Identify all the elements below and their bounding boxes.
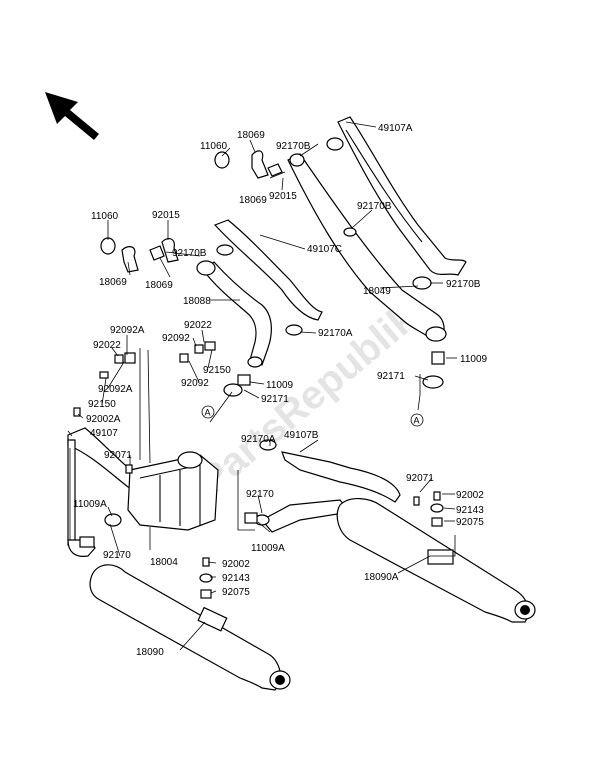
label-11009A-a: 11009A bbox=[73, 499, 107, 510]
label-18049: 18049 bbox=[363, 286, 391, 297]
label-18004: 18004 bbox=[150, 557, 178, 568]
label-92170-a: 92170 bbox=[246, 489, 274, 500]
orientation-arrow-icon bbox=[45, 92, 99, 140]
head-pipe-49107B bbox=[261, 451, 401, 533]
label-92170A-a: 92170A bbox=[318, 328, 353, 339]
label-92022-b: 92022 bbox=[93, 340, 121, 351]
label-18069-c: 18069 bbox=[99, 277, 127, 288]
label-92092-b: 92092 bbox=[181, 378, 209, 389]
small-parts bbox=[73, 137, 445, 599]
label-92002-a: 92002 bbox=[456, 490, 484, 501]
label-18069-d: 18069 bbox=[145, 280, 173, 291]
label-92075-b: 92075 bbox=[222, 587, 250, 598]
label-92015-b: 92015 bbox=[152, 210, 180, 221]
label-49107A: 49107A bbox=[378, 123, 413, 134]
ref-marker-a-2: A bbox=[410, 413, 424, 427]
label-92071-a: 92071 bbox=[104, 450, 132, 461]
label-92150-a: 92150 bbox=[203, 365, 231, 376]
svg-text:A: A bbox=[414, 416, 420, 426]
label-11060-b: 11060 bbox=[91, 211, 119, 222]
muffler-18090A bbox=[336, 498, 536, 623]
ref-marker-a-1: A bbox=[201, 405, 215, 419]
label-92170B-b: 92170B bbox=[357, 201, 392, 212]
label-92150-b: 92150 bbox=[88, 399, 116, 410]
label-92071-b: 92071 bbox=[406, 473, 434, 484]
label-92171-a: 92171 bbox=[377, 371, 405, 382]
label-18090: 18090 bbox=[136, 647, 164, 658]
label-11009-a: 11009 bbox=[460, 354, 488, 365]
head-pipe-49107A bbox=[337, 116, 467, 276]
label-92170-b: 92170 bbox=[103, 550, 131, 561]
label-92092A-b: 92092A bbox=[98, 384, 133, 395]
label-92143-a: 92143 bbox=[456, 505, 484, 516]
label-92002A: 92002A bbox=[86, 414, 121, 425]
label-49107B: 49107B bbox=[284, 430, 319, 441]
label-92170B-d: 92170B bbox=[446, 279, 481, 290]
label-92092-a: 92092 bbox=[162, 333, 190, 344]
label-92170B-c: 92170B bbox=[172, 248, 207, 259]
label-92171-b: 92171 bbox=[261, 394, 289, 405]
label-92143-b: 92143 bbox=[222, 573, 250, 584]
label-92022-a: 92022 bbox=[184, 320, 212, 331]
svg-text:A: A bbox=[205, 408, 211, 418]
head-pipe-49107C bbox=[213, 219, 323, 321]
label-18088: 18088 bbox=[183, 296, 211, 307]
part-labels: 49107A 18069 11060 92170B 18069 92015 92… bbox=[73, 123, 488, 658]
label-92002-b: 92002 bbox=[222, 559, 250, 570]
label-18069-a: 18069 bbox=[237, 130, 265, 141]
label-11060-a: 11060 bbox=[200, 141, 228, 152]
label-92170B-a: 92170B bbox=[276, 141, 311, 152]
label-18069-b: 18069 bbox=[239, 195, 267, 206]
label-92092A-a: 92092A bbox=[110, 325, 145, 336]
label-18090A: 18090A bbox=[364, 572, 399, 583]
leader-lines bbox=[67, 121, 457, 651]
label-92015-a: 92015 bbox=[269, 191, 297, 202]
exhaust-pipe-18088 bbox=[196, 260, 272, 368]
label-92075-a: 92075 bbox=[456, 517, 484, 528]
muffler-18090 bbox=[89, 564, 291, 691]
label-11009A-b: 11009A bbox=[251, 543, 285, 554]
label-92170A-b: 92170A bbox=[241, 434, 276, 445]
label-49107: 49107 bbox=[90, 428, 118, 439]
label-49107C: 49107C bbox=[307, 244, 342, 255]
label-11009-b: 11009 bbox=[266, 380, 294, 391]
muffler-body-18004 bbox=[127, 451, 219, 531]
